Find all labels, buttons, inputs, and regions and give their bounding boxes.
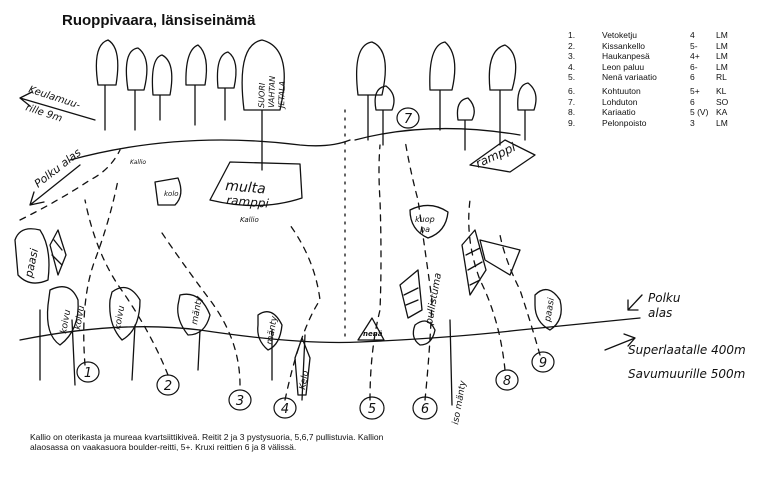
boulder-outline bbox=[109, 286, 141, 341]
label-ramppi-right: ramppi bbox=[473, 140, 518, 171]
hatched-slab bbox=[49, 229, 521, 319]
label-savumuurille: Savumuurille 500m bbox=[628, 367, 745, 381]
label-manty: mänty bbox=[190, 295, 205, 326]
label-keulamuurille: rille 9m bbox=[24, 102, 64, 124]
label-ramppi: ramppi bbox=[226, 193, 270, 211]
route-number-2: 2 bbox=[164, 379, 172, 394]
label-suori: SUORI bbox=[257, 82, 267, 108]
label-multa: multa bbox=[225, 178, 267, 197]
boulder-outline bbox=[534, 288, 562, 331]
cliff-top-line-right bbox=[354, 127, 521, 141]
route-number-8: 8 bbox=[503, 374, 511, 389]
boulder-outline bbox=[412, 320, 436, 346]
arrow-icon bbox=[19, 91, 96, 121]
route-number-circles bbox=[76, 107, 555, 420]
route-number-labels: 1 2 3 4 5 6 7 8 9 bbox=[84, 112, 547, 417]
route-number-9: 9 bbox=[539, 356, 547, 371]
route-number-3: 3 bbox=[236, 394, 244, 409]
label-koivu: koivu bbox=[59, 309, 73, 335]
map-title: Ruoppivaara, länsiseinämä bbox=[62, 12, 256, 29]
boulder-outline bbox=[14, 228, 50, 284]
route-line bbox=[19, 139, 541, 401]
boulder-outline bbox=[154, 177, 182, 206]
label-nena: nenä bbox=[363, 330, 383, 338]
label-kolo: kolo bbox=[164, 190, 179, 198]
map-caption: Kallio on oterikasta ja mureaa kvartsiit… bbox=[30, 432, 384, 453]
label-kallio: Kallio bbox=[130, 159, 146, 166]
tree-icon bbox=[95, 39, 537, 151]
nose-triangle bbox=[357, 317, 385, 341]
boulder-outline bbox=[409, 204, 449, 239]
label-kuoppa: kuop bbox=[415, 215, 435, 224]
label-kuoppa: pa bbox=[419, 225, 430, 234]
label-kelo: Kelo bbox=[298, 369, 311, 390]
rampe-outline bbox=[209, 161, 303, 207]
label-pullistuma: pullistuma bbox=[424, 272, 444, 326]
label-suori: JETALA bbox=[277, 81, 287, 110]
route-number-4: 4 bbox=[281, 402, 289, 417]
label-kallio: Kallio bbox=[240, 216, 259, 224]
boulder-outline bbox=[177, 293, 211, 336]
label-polku: Polku bbox=[648, 291, 681, 305]
tree-icon bbox=[241, 39, 285, 171]
label-alas: alas bbox=[648, 306, 672, 320]
label-iso-manty: iso mänty bbox=[451, 379, 469, 425]
route-number-7: 7 bbox=[404, 112, 413, 127]
label-paasi-right: paasi bbox=[543, 297, 557, 324]
label-paasi: paasi bbox=[22, 247, 41, 279]
label-superlaatalle: Superlaatalle 400m bbox=[628, 343, 746, 357]
route-number-1: 1 bbox=[84, 366, 92, 381]
label-koivu: koivu bbox=[113, 305, 127, 331]
label-suori: VAHTAN bbox=[267, 76, 277, 108]
label-koivu: koivu bbox=[73, 305, 87, 331]
rampe-outline bbox=[469, 139, 536, 173]
route-number-5: 5 bbox=[368, 402, 376, 417]
route-number-6: 6 bbox=[421, 402, 429, 417]
boulder-outline bbox=[46, 286, 79, 346]
cliff-base-line bbox=[19, 317, 641, 344]
cliff-top-line-left bbox=[69, 139, 351, 161]
arrow-icon bbox=[627, 294, 643, 311]
arrow-icon bbox=[29, 164, 81, 206]
arrow-icon bbox=[604, 333, 636, 351]
boulder-outline bbox=[257, 311, 283, 351]
